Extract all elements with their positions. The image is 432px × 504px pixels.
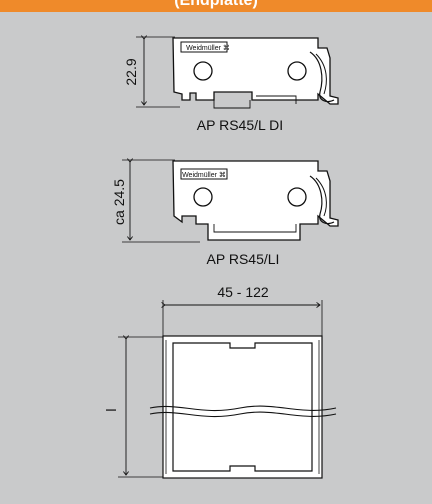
break-line-top [149,405,337,412]
dimension-label-2: ca 24.5 [111,179,127,225]
logo-text-1: Weidmüller ⌘ [186,44,230,52]
drawing-ap-rs45-li [122,160,339,243]
assembly-inner-frame [172,342,313,472]
drawing-ap-rs45-l-di [136,37,339,109]
endplate-hook-1 [309,51,335,103]
drawing-assembly [118,300,337,479]
logo-box-1 [180,41,228,53]
endplate-body-2 [172,160,339,241]
endplate-body-1 [172,37,339,105]
logo-text-2: Weidmüller ⌘ [182,171,226,179]
header-bar: (Endplatte) [0,0,432,12]
width-dimension-label: 45 - 122 [217,284,269,300]
endplate-hook-2 [309,175,335,225]
mounting-hole-2a [193,187,213,207]
break-line-bottom [149,411,337,418]
dimension-label-1: 22.9 [123,58,139,85]
caption-2: AP RS45/LI [207,251,280,267]
mounting-hole-2b [287,187,307,207]
height-dimension-label: l [103,408,119,411]
mounting-hole-1b [287,61,307,81]
caption-1: AP RS45/L DI [197,117,283,133]
header-title: (Endplatte) [174,0,258,9]
logo-box-2 [180,168,228,180]
mounting-hole-1a [193,61,213,81]
